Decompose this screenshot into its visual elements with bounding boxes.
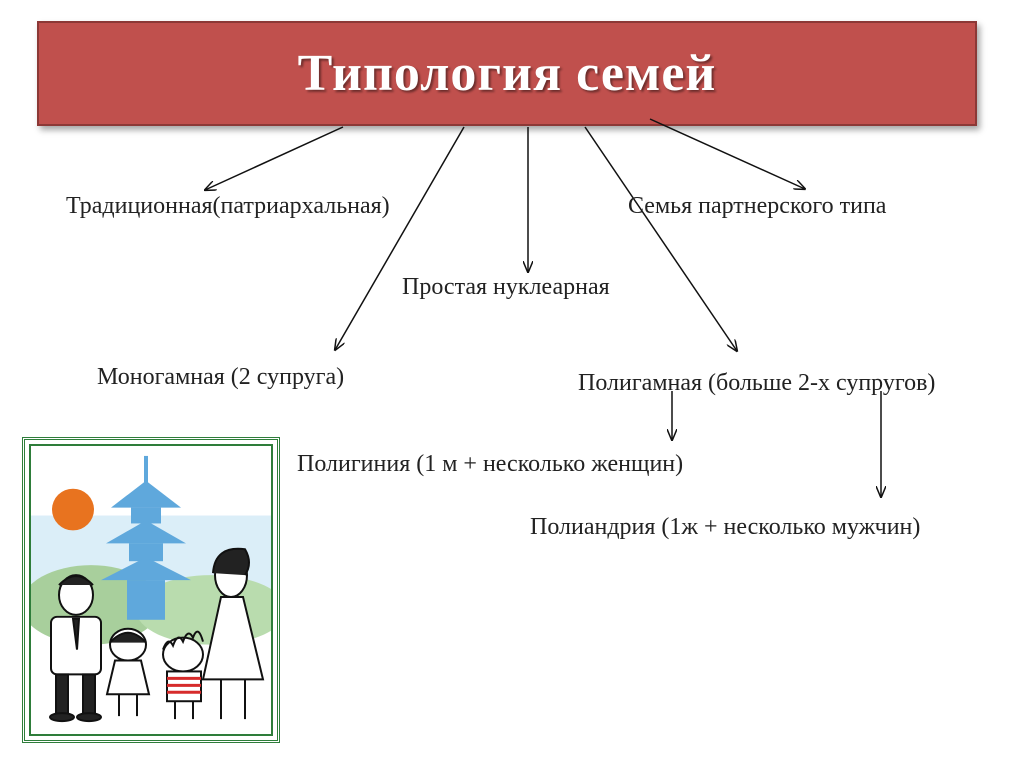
mother-figure (201, 547, 265, 720)
sun-icon (52, 488, 94, 531)
node-partner: Семья партнерского типа (628, 193, 887, 219)
node-polyandry: Полиандрия (1ж + несколько мужчин) (530, 514, 921, 540)
arrow-to-polygamous (584, 126, 737, 351)
node-traditional: Традиционная(патриархальная) (66, 193, 390, 219)
title-banner: Типология семей (37, 21, 977, 126)
page-title: Типология семей (297, 45, 717, 102)
boy-figure (162, 630, 204, 720)
node-polygamous: Полигамная (больше 2-х супругов) (578, 370, 936, 396)
father-figure (49, 574, 102, 723)
arrow-to-partner (649, 118, 805, 189)
node-polygyny: Полигиния (1 м + несколько женщин) (297, 451, 684, 477)
illustration-frame (22, 437, 280, 743)
girl-figure (105, 627, 151, 717)
pagoda-icon (101, 455, 191, 620)
family-illustration (31, 446, 271, 734)
arrow-to-monogamous (335, 126, 465, 350)
arrow-to-traditional (205, 126, 344, 190)
node-monogamous: Моногамная (2 супруга) (97, 364, 345, 390)
node-nuclear: Простая нуклеарная (402, 274, 610, 300)
